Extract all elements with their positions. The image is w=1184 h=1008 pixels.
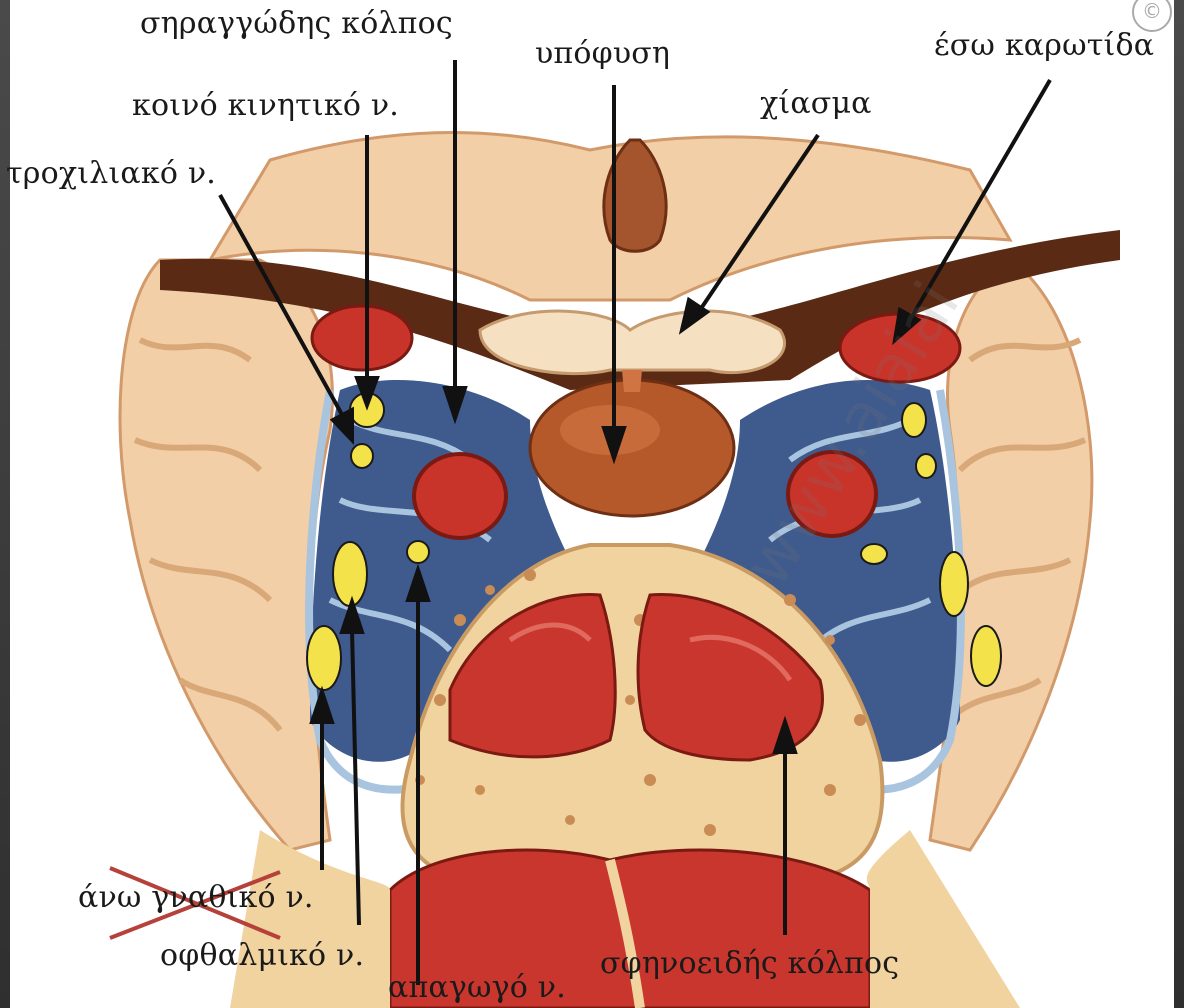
maxillary-nerve-left xyxy=(307,626,341,690)
optic-chiasm xyxy=(480,311,785,374)
nerve-right-4 xyxy=(940,552,968,616)
label-ophthalmic-nerve: οφθαλμικό ν. xyxy=(160,938,364,973)
label-oculomotor-nerve: κοινό κινητικό ν. xyxy=(132,88,399,123)
ophthalmic-nerve-left xyxy=(333,542,367,606)
nerve-right-3 xyxy=(861,544,887,564)
label-internal-carotid: έσω καρωτίδα xyxy=(934,28,1154,63)
label-pituitary: υπόφυση xyxy=(535,36,670,71)
nerve-right-5 xyxy=(971,626,1001,686)
anatomy-illustration xyxy=(10,0,1174,1008)
abducens-nerve-left xyxy=(407,541,429,563)
pituitary-stalk xyxy=(622,370,642,392)
label-maxillary-nerve: άνω γναθικό ν. xyxy=(78,880,314,915)
label-chiasm: χίασμα xyxy=(760,86,872,121)
nerve-right-2 xyxy=(916,454,936,478)
label-cavernous-sinus: σηραγγώδης κόλπος xyxy=(140,6,453,41)
carotid-lower-left xyxy=(414,454,506,538)
label-abducens-nerve: απαγωγό ν. xyxy=(388,970,566,1005)
carotid-upper-left xyxy=(312,306,412,370)
label-trochlear-nerve: τροχιλιακό ν. xyxy=(6,156,216,191)
diagram-canvas: www.aiaiai © σηραγγώδης κόλπος υπόφυση έ… xyxy=(10,0,1174,1008)
trochlear-nerve-left xyxy=(351,444,373,468)
label-sphenoid-sinus: σφηνοειδής κόλπος xyxy=(600,946,899,981)
